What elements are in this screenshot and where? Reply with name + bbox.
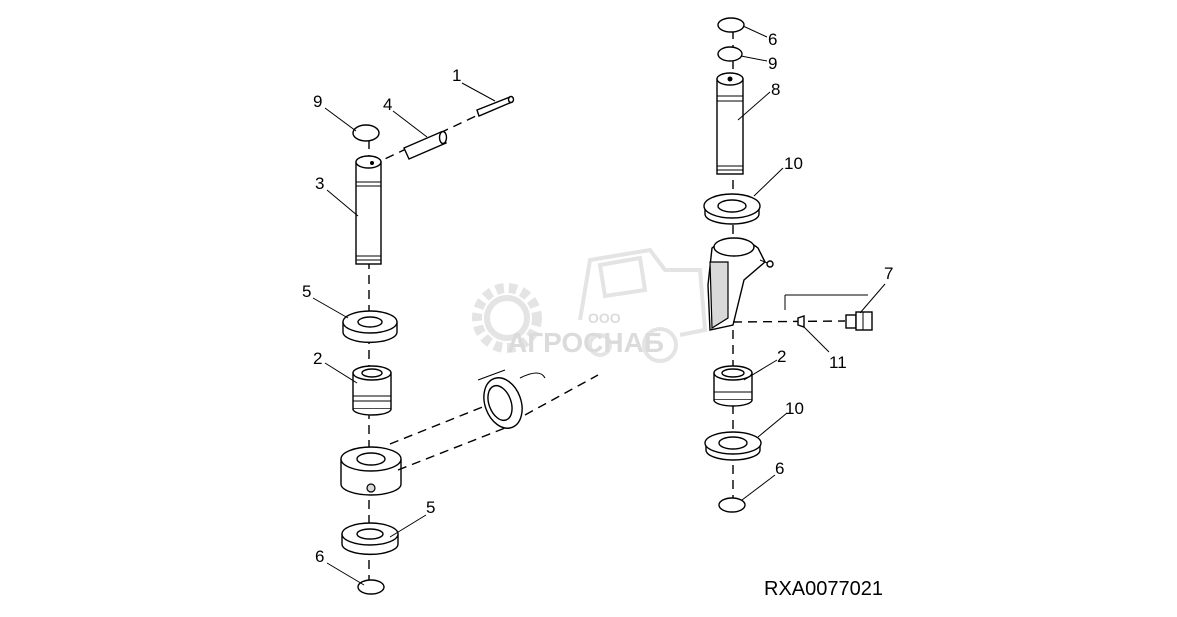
part-11-pin (797, 315, 805, 328)
part-3-shaft (355, 155, 382, 265)
combine-harvester-icon (578, 247, 708, 363)
part-6-retaining-ring-right-top (717, 17, 745, 33)
part-2-bushing-right (713, 365, 753, 407)
part-10-thrust-washer-bottom (704, 431, 762, 461)
part-6-retaining-ring-right-bottom (718, 497, 746, 513)
part-9-snap-ring (352, 124, 380, 142)
callout-10-top: 10 (784, 154, 803, 173)
spindle-housing (340, 446, 402, 496)
part-1-roll-pin (476, 95, 515, 117)
part-5-washer-top (342, 310, 398, 344)
callout-3: 3 (315, 174, 324, 193)
axle-far-dash (524, 374, 599, 416)
part-8-shaft (716, 72, 744, 175)
callout-9-left: 9 (313, 92, 322, 111)
part-9-snap-ring-right (717, 46, 743, 62)
callout-6-right-bottom: 6 (775, 459, 784, 478)
callout-5-top: 5 (302, 282, 311, 301)
part-10-thrust-washer-top (703, 193, 761, 225)
spindle-knuckle (707, 237, 774, 331)
left-leader-lines (312, 82, 496, 586)
pin-axis-line (371, 114, 479, 166)
axle-hub-seal (477, 369, 546, 429)
part-6-retaining-ring-left (357, 579, 385, 595)
part-7-grease-fitting (845, 311, 873, 331)
watermark-small-text: ООО (588, 310, 621, 326)
part-2-bushing-left (352, 365, 392, 416)
agrosnab-watermark: ООО АГРОСНАБ (472, 247, 708, 363)
axle-upper-dash (389, 399, 501, 445)
callout-2-left: 2 (313, 349, 322, 368)
callout-4: 4 (383, 95, 392, 114)
axle-lower-dash (397, 427, 506, 471)
watermark-brand-text: АГРОСНАБ (507, 327, 664, 358)
callout-1: 1 (452, 66, 461, 85)
fitting-axis-line (732, 320, 846, 323)
callout-8: 8 (771, 80, 780, 99)
right-leader-lines (737, 25, 886, 501)
callout-10-bottom: 10 (785, 399, 804, 418)
callout-6-right-top: 6 (768, 30, 777, 49)
callout-11: 11 (829, 353, 847, 372)
callout-6-left: 6 (315, 547, 324, 566)
figure-code: RXA0077021 (764, 578, 883, 600)
part-5-washer-bottom (341, 522, 399, 556)
gear-icon (472, 283, 542, 353)
part-4-pin (403, 130, 448, 160)
callout-2-right: 2 (777, 347, 786, 366)
callout-5-bottom: 5 (426, 498, 435, 517)
callout-9-right: 9 (768, 54, 777, 73)
callout-7: 7 (884, 264, 893, 283)
